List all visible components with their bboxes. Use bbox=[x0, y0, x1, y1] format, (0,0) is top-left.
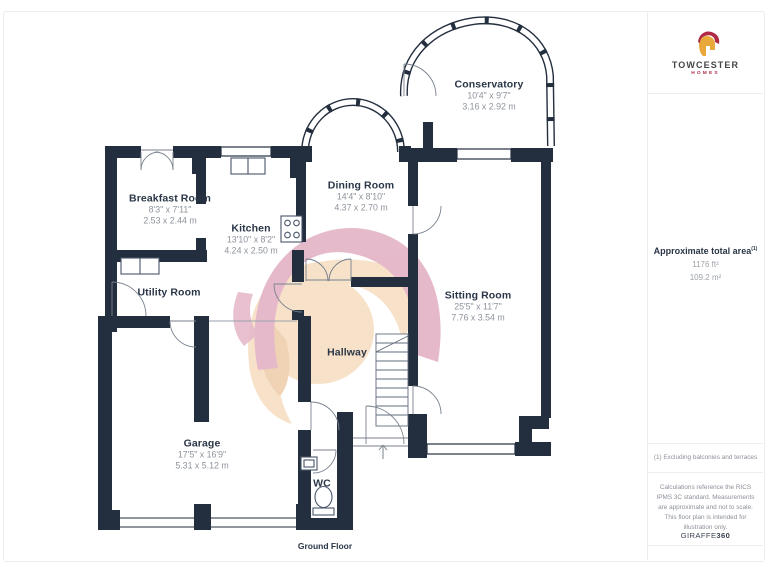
area-footnote: (1) Excluding balconies and terraces bbox=[648, 443, 763, 472]
area-value-m: 109.2 m² bbox=[689, 273, 722, 282]
room-label-hallway: Hallway bbox=[327, 346, 367, 359]
room-dims-m: 3.16 x 2.92 m bbox=[462, 101, 516, 112]
agency-logo: TOWCESTER HOMES bbox=[648, 24, 763, 76]
utility-counter-icon bbox=[120, 257, 160, 275]
room-label-wc: WC bbox=[313, 477, 331, 490]
staircase bbox=[375, 333, 409, 427]
room-name: Conservatory bbox=[454, 78, 524, 91]
area-summary: Approximate total area(1) 1176 ft² 109.2… bbox=[648, 246, 763, 282]
conservatory-bay-window bbox=[399, 16, 555, 147]
room-dims-ft: 14'4" x 8'10" bbox=[336, 191, 386, 202]
sidebar-section-divider bbox=[648, 472, 763, 473]
room-name: Breakfast Room bbox=[129, 192, 211, 205]
credit-bold: 360 bbox=[716, 531, 731, 540]
brand-sub: HOMES bbox=[691, 71, 720, 76]
room-label-dining-room: Dining Room 14'4" x 8'10" 4.37 x 2.70 m bbox=[327, 179, 395, 214]
sidebar-section-divider bbox=[648, 545, 763, 546]
room-dims-m: 7.76 x 3.54 m bbox=[451, 312, 505, 323]
room-dims-ft: 25'5" x 11'7" bbox=[454, 301, 502, 312]
room-label-kitchen: Kitchen 13'10" x 8'2" 4.24 x 2.50 m bbox=[224, 222, 278, 257]
room-dims-ft: 13'10" x 8'2" bbox=[226, 234, 276, 245]
doors bbox=[111, 63, 442, 474]
sidebar-section-divider bbox=[648, 443, 763, 444]
room-dims-m: 4.24 x 2.50 m bbox=[224, 245, 278, 256]
room-name: Garage bbox=[183, 437, 221, 450]
area-title-footnote-marker: (1) bbox=[751, 246, 758, 252]
entrance-arrow-icon bbox=[378, 444, 388, 459]
brand-name: TOWCESTER bbox=[671, 60, 740, 70]
room-dims-m: 4.37 x 2.70 m bbox=[334, 202, 388, 213]
walls bbox=[98, 122, 553, 530]
room-dims-m: 5.31 x 5.12 m bbox=[175, 460, 229, 471]
disclaimer-text: Calculations reference the RICS IPMS 3C … bbox=[656, 484, 755, 531]
room-label-breakfast-room: Breakfast Room 8'3" x 7'11" 2.53 x 2.44 … bbox=[129, 192, 211, 227]
room-name: Dining Room bbox=[327, 179, 395, 192]
fixtures bbox=[120, 157, 335, 516]
sidebar-divider bbox=[647, 11, 648, 560]
area-footnote-text: (1) Excluding balconies and terraces bbox=[653, 454, 758, 461]
hob-icon bbox=[280, 215, 303, 243]
floor-label: Ground Floor bbox=[297, 541, 353, 551]
roman-helmet-icon bbox=[697, 31, 719, 56]
kitchen-sink-icon bbox=[230, 157, 266, 175]
room-name: Sitting Room bbox=[444, 289, 512, 302]
room-dims-ft: 8'3" x 7'11" bbox=[148, 204, 192, 215]
area-title: Approximate total area bbox=[653, 246, 752, 256]
page-card-border bbox=[3, 11, 765, 562]
room-label-garage: Garage 17'5" x 16'9" 5.31 x 5.12 m bbox=[175, 437, 229, 472]
dining-bay-window bbox=[301, 98, 405, 153]
windows bbox=[220, 146, 516, 455]
toilet-icon bbox=[312, 485, 335, 516]
sidebar-section-divider bbox=[648, 93, 763, 94]
room-dims-ft: 10'4" x 9'7" bbox=[467, 90, 511, 101]
room-label-utility-room: Utility Room bbox=[137, 286, 201, 299]
room-label-conservatory: Conservatory 10'4" x 9'7" 3.16 x 2.92 m bbox=[454, 78, 524, 113]
giraffe360-credit: GIRAFFE360 bbox=[648, 531, 763, 540]
room-name: Kitchen bbox=[231, 222, 271, 235]
credit-name: GIRAFFE bbox=[680, 531, 717, 540]
room-label-sitting-room: Sitting Room 25'5" x 11'7" 7.76 x 3.54 m bbox=[444, 289, 512, 324]
wc-sink-icon bbox=[300, 456, 318, 471]
area-value-ft: 1176 ft² bbox=[692, 260, 719, 269]
room-dims-ft: 17'5" x 16'9" bbox=[177, 449, 227, 460]
room-name: WC bbox=[313, 477, 331, 490]
room-dims-m: 2.53 x 2.44 m bbox=[143, 215, 197, 226]
room-name: Hallway bbox=[327, 346, 367, 359]
room-name: Utility Room bbox=[137, 286, 201, 299]
garage-door bbox=[118, 517, 296, 528]
